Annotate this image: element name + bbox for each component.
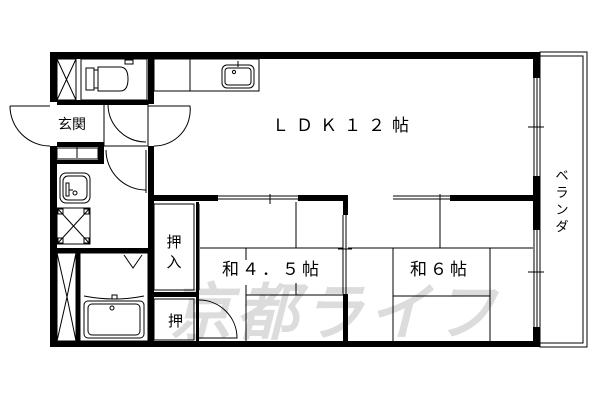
- room-label-oshiire: 押入: [166, 233, 182, 271]
- wall-left-upper: [50, 52, 57, 102]
- room-label-washitsu-4-5: 和４．５帖: [222, 260, 322, 280]
- wall-top: [50, 52, 540, 59]
- kitchen-counter: [153, 58, 260, 92]
- kitchen-sink-icon: [221, 61, 255, 89]
- room-label-oshi: 押: [168, 312, 184, 330]
- room-label-genkan: 玄関: [58, 117, 86, 133]
- toilet-icon: [85, 66, 129, 92]
- shoe-cabinet-icon: [56, 144, 99, 160]
- room-label-washitsu-6: 和６帖: [410, 260, 470, 280]
- wall-left-lower: [50, 146, 57, 347]
- room-label-ldk: ＬＤＫ１２帖: [272, 116, 416, 136]
- veranda-outline: [539, 51, 588, 348]
- bathtub-icon: [83, 294, 145, 339]
- room-label-veranda: ベランダ: [555, 169, 569, 235]
- washbasin-icon: [59, 172, 91, 204]
- washing-machine-pan-icon: [56, 207, 91, 245]
- watermark-text: 京都ライフ: [170, 276, 501, 349]
- wall-bottom: [50, 341, 540, 347]
